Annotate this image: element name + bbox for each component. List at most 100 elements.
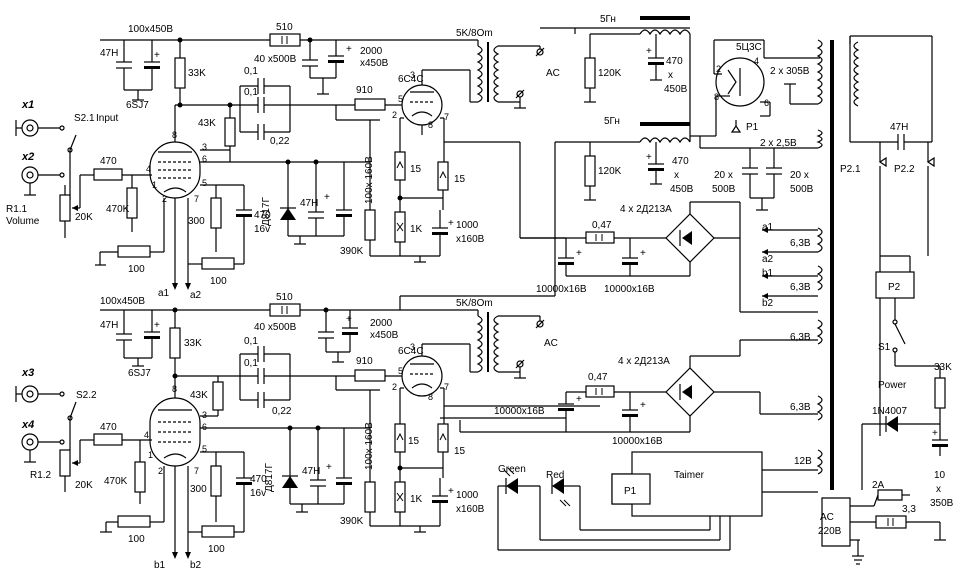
svg-text:+: +: [646, 152, 652, 163]
label-c20av: 500B: [712, 184, 736, 195]
label-c470a: 470: [666, 56, 683, 67]
label-c10000b: 10000x16B: [604, 284, 655, 295]
label-ac220: 220B: [818, 526, 842, 537]
label-c10000d: 10000x16B: [612, 436, 663, 447]
label-w305: 2 x 305B: [770, 66, 810, 77]
label-5c3s: 5Ц3С: [736, 42, 762, 53]
label-c20bv: 500B: [790, 184, 814, 195]
resistor-510: [269, 33, 301, 47]
input-switch-s2-1: S2.1 Input: [59, 113, 118, 200]
label-x1: x1: [21, 99, 34, 111]
label-r120k-1: 120K: [598, 68, 622, 79]
label-as-2: AC: [544, 338, 558, 349]
label-p22: P2.2: [894, 164, 915, 175]
resistor-910-2: [354, 369, 386, 382]
label-pot-20k: 20K: [75, 212, 93, 223]
label-c47h: 47H: [100, 48, 118, 59]
resistor-100b-2: [201, 525, 235, 538]
resistor-3-3: [875, 515, 907, 529]
label-r100-2: 100: [128, 534, 145, 545]
pin-5: 5: [202, 178, 207, 188]
label-c10000a: 10000x16B: [536, 284, 587, 295]
output-transformer-2: 5K/8Om: [456, 298, 500, 373]
svg-text:+: +: [326, 462, 332, 473]
label-r120k-2: 120K: [598, 166, 622, 177]
svg-text:+: +: [346, 44, 352, 55]
label-w25: 2 x 2,5B: [760, 138, 797, 149]
label-ac: AC: [820, 512, 834, 523]
svg-text:+: +: [576, 248, 582, 259]
resistor-43k: [224, 117, 236, 147]
label-r15a-2: 15: [408, 436, 420, 447]
svg-text:4: 4: [754, 56, 759, 66]
label-v12: 12B: [794, 456, 812, 467]
resistor-15b: [437, 161, 449, 191]
label-trans-2: 5K/8Om: [456, 298, 493, 309]
label-c01a: 0,1: [244, 66, 258, 77]
tube-6sj7: 6SJ7 8 4 3 6 5 1 2 7: [126, 100, 207, 204]
label-b2: b2: [190, 560, 202, 571]
speaker-terminal-1: AC: [514, 46, 560, 109]
svg-text:+: +: [324, 192, 330, 203]
label-6sj7-2: 6SJ7: [128, 368, 151, 379]
pin-3: 3: [202, 142, 207, 152]
label-r470k: 470K: [106, 204, 130, 215]
label-6sj7: 6SJ7: [126, 100, 149, 111]
svg-text:5: 5: [398, 366, 403, 376]
resistor-470-grid-2: [93, 433, 123, 446]
label-bridge2: 4 x 2Д213А: [618, 356, 670, 367]
label-b1: b1: [154, 560, 166, 571]
svg-text:+: +: [448, 218, 454, 229]
svg-text:+: +: [640, 248, 646, 259]
svg-text:6: 6: [764, 98, 769, 108]
label-c47h-psu: 47H: [890, 122, 908, 133]
label-c470: 470: [254, 210, 271, 221]
label-zener-2: Д817Г: [264, 463, 275, 492]
svg-text:8: 8: [428, 392, 433, 402]
led-green: Green: [498, 464, 540, 494]
label-r100b-2: 100: [208, 544, 225, 555]
resistor-100-2: [117, 515, 151, 528]
svg-text:6: 6: [202, 422, 207, 432]
label-c022-2: 0,22: [272, 406, 292, 417]
power-supply: 5Гн 120K + 470 x 450B 5Гн: [399, 14, 954, 565]
input-jack-x1: x1: [15, 99, 60, 137]
svg-text:+: +: [576, 394, 582, 405]
svg-text:2: 2: [716, 64, 721, 74]
label-r470k-2: 470K: [104, 476, 128, 487]
resistor-910: [354, 98, 386, 111]
label-v63d: 6,3B: [790, 402, 811, 413]
volume-pot-r1-1: R1.1 Volume 20K: [6, 174, 94, 238]
label-s2-2: S2.2: [76, 390, 97, 401]
label-r1-1: R1.1: [6, 204, 28, 215]
svg-text:2: 2: [392, 382, 397, 392]
label-c100x450-2: 100x450B: [100, 296, 145, 307]
label-c40-2: 40 x500B: [254, 322, 297, 333]
svg-text:2: 2: [392, 110, 397, 120]
input-switch-s2-2: S2.2: [59, 390, 97, 450]
pin-6: 6: [202, 154, 207, 164]
resistor-100b: [201, 257, 235, 270]
label-as: AC: [546, 68, 560, 79]
svg-text:+: +: [646, 46, 652, 57]
label-x4: x4: [21, 419, 34, 431]
svg-text:1: 1: [148, 450, 153, 460]
resistor-100: [117, 245, 151, 258]
label-r910: 910: [356, 85, 373, 96]
resistor-047-2: [585, 385, 615, 398]
label-c1000v: x160B: [456, 234, 485, 245]
label-trans: 5K/8Om: [456, 28, 493, 39]
label-c470b: 470: [672, 156, 689, 167]
svg-text:+: +: [154, 50, 160, 61]
label-r047b: 0,47: [588, 372, 608, 383]
choke-5h-1: 5Гн: [600, 14, 691, 36]
label-r470: 470: [100, 156, 117, 167]
label-v63c: 6,3B: [790, 332, 811, 343]
label-b1-psu: b1: [762, 268, 774, 279]
label-bridge1: 4 x 2Д213А: [620, 204, 672, 215]
label-c022: 0,22: [270, 136, 290, 147]
timer-box: [631, 451, 763, 517]
label-v63b: 6,3B: [790, 282, 811, 293]
label-c01a-2: 0,1: [244, 336, 258, 347]
